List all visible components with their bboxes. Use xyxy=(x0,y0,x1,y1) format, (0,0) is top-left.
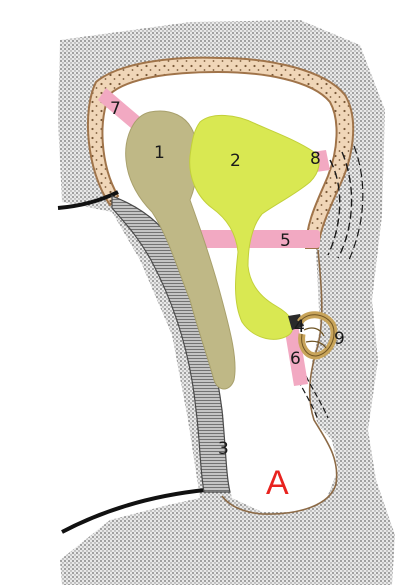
label-8: 8 xyxy=(310,149,321,169)
cavity-outline-right xyxy=(221,249,338,515)
label-2: 2 xyxy=(230,151,241,171)
structure-2 xyxy=(189,115,320,340)
label-5: 5 xyxy=(280,231,291,251)
bone-wall xyxy=(87,56,355,249)
label-6: 6 xyxy=(290,349,301,369)
dashed-line-upper-2 xyxy=(337,151,353,259)
black-line-lower-left xyxy=(61,488,206,534)
ring-structure-9 xyxy=(297,311,338,360)
label-A: A xyxy=(266,464,289,502)
label-7: 7 xyxy=(110,99,121,119)
dashed-line-upper-3 xyxy=(347,145,364,263)
dashed-line-lower-2 xyxy=(305,375,329,419)
label-1: 1 xyxy=(154,143,165,163)
ligament-7 xyxy=(98,88,146,134)
label-9: 9 xyxy=(334,329,345,349)
ligament-6 xyxy=(284,324,308,386)
ligament-5 xyxy=(190,230,320,248)
black-line-upper-left xyxy=(57,190,119,210)
label-4: 4 xyxy=(294,317,305,337)
label-3: 3 xyxy=(218,439,229,459)
dashed-line-upper-1 xyxy=(327,159,341,256)
